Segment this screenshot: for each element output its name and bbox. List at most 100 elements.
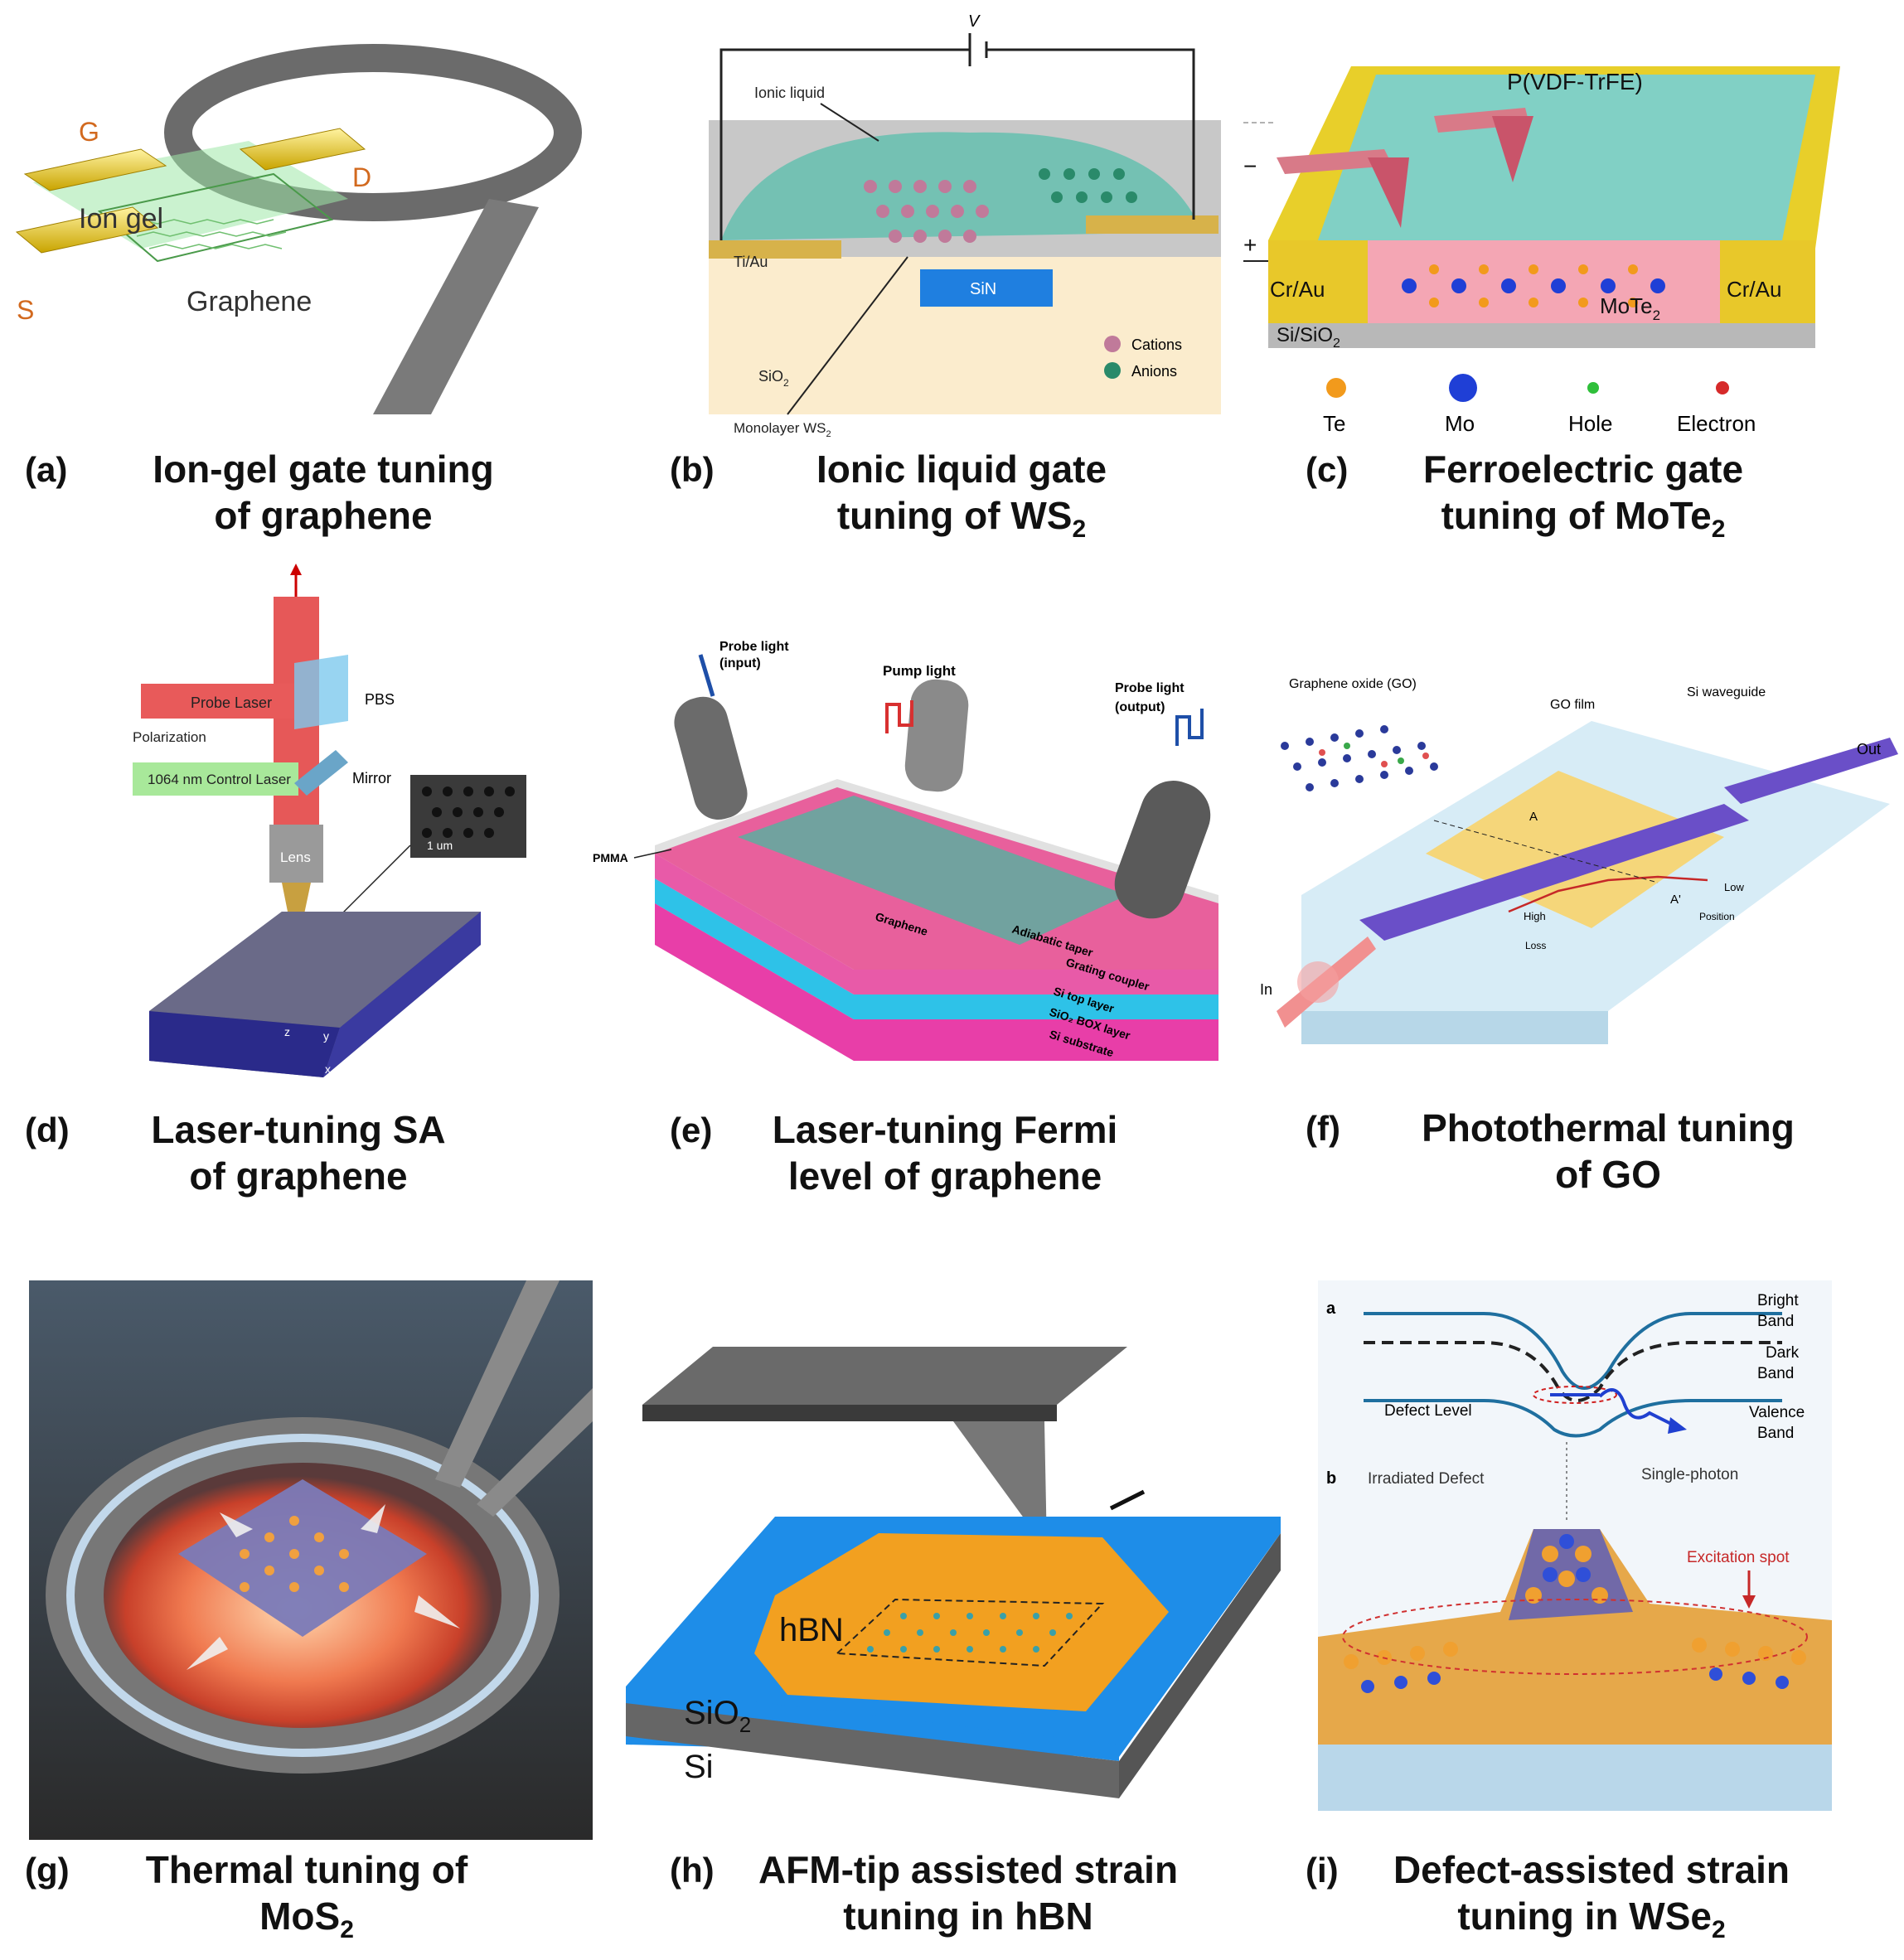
caption-letter-h: (h)	[670, 1851, 715, 1890]
caption-letter-g: (g)	[25, 1851, 70, 1890]
si-sio2-substrate	[1268, 323, 1815, 348]
panel-g	[29, 1280, 593, 1840]
probe-output-pulse	[1175, 709, 1204, 746]
caption-g-line2: MoS2	[259, 1895, 354, 1944]
substrate	[1318, 1745, 1832, 1811]
caption-title-b: Ionic liquid gate tuning of WS2	[763, 446, 1160, 553]
label-out: Out	[1857, 741, 1881, 757]
label-irradiated: Irradiated Defect	[1368, 1470, 1485, 1488]
label-scale: 1 um	[427, 839, 453, 852]
label-graphene: Graphene	[187, 286, 312, 317]
caption-title-g: Thermal tuning of MoS2	[124, 1846, 489, 1953]
sin-waveguide	[920, 269, 1053, 307]
label-pvdf: P(VDF-TrFE)	[1507, 69, 1643, 94]
wse2-mound	[1318, 1529, 1832, 1745]
si-top-layer	[655, 854, 1218, 995]
label-cations: Cations	[1131, 336, 1182, 353]
panel-e: Probe light (input) Pump light Probe lig…	[589, 630, 1252, 1094]
label-sub-a: a	[1326, 1299, 1336, 1318]
emitter-array	[867, 1613, 1073, 1653]
label-pmma: PMMA	[593, 851, 628, 864]
probe-input-fiber	[674, 696, 748, 820]
beam-arrowhead	[290, 564, 302, 575]
legend-hole: Hole	[1568, 411, 1612, 436]
si-substrate-layer	[655, 903, 1218, 1061]
afm-cantilever-side	[642, 1405, 1057, 1421]
label-excitation: Excitation spot	[1687, 1549, 1790, 1566]
caption-d-line1: Laser-tuning SA	[151, 1108, 446, 1151]
label-bright: Bright	[1757, 1292, 1799, 1309]
label-plus: +	[1243, 232, 1257, 258]
axis-x: x	[325, 1062, 331, 1076]
label-sub-b: b	[1326, 1469, 1336, 1488]
mos2-flake	[178, 1479, 427, 1637]
slab-top	[149, 912, 481, 1028]
label-low: Low	[1724, 881, 1744, 893]
panel-e-figure: Probe light (input) Pump light Probe lig…	[593, 640, 1218, 1061]
label-position: Position	[1699, 911, 1735, 922]
caption-letter-e: (e)	[670, 1111, 713, 1149]
panel-a-figure: G D S Ion gel Graphene	[15, 44, 582, 414]
legend-mo: Mo	[1445, 411, 1475, 436]
caption-a-line2: of graphene	[214, 494, 433, 537]
ti-au-left	[709, 240, 841, 259]
label-probe-out: Probe light	[1115, 681, 1185, 695]
legend-te: Te	[1323, 411, 1345, 436]
label-probe-in: Probe light	[719, 640, 789, 654]
label-pbs: PBS	[365, 691, 395, 708]
edge-mark	[1109, 1489, 1146, 1511]
label-control-laser: 1064 nm Control Laser	[148, 772, 291, 787]
label-ionic-liquid: Ionic liquid	[754, 85, 825, 101]
dark-band	[1364, 1341, 1782, 1402]
caption-i-line2: tuning in WSe2	[1457, 1895, 1726, 1944]
label-lens: Lens	[280, 849, 311, 865]
excitation-arrowhead	[1742, 1595, 1756, 1609]
label-mote2: MoTe2	[1600, 293, 1660, 323]
go-film	[1426, 771, 1724, 928]
caption-letter-a: (a)	[25, 450, 68, 489]
pointer-pmma	[633, 849, 672, 859]
label-a: A	[1529, 810, 1538, 824]
graphene-waveguide	[738, 796, 1127, 945]
panel-g-figure	[29, 1280, 593, 1840]
afm-cantilever-top	[642, 1347, 1127, 1405]
label-voltage: V	[968, 12, 981, 31]
mos2-atoms	[240, 1516, 349, 1592]
caption-title-h: AFM-tip assisted strain tuning in hBN	[736, 1846, 1200, 1939]
label-loss: Loss	[1525, 940, 1546, 951]
strain-region	[835, 1598, 1105, 1667]
drain-electrode	[239, 128, 366, 171]
label-in: In	[1260, 981, 1272, 998]
caption-h-line2: tuning in hBN	[843, 1895, 1093, 1938]
label-polarization: Polarization	[133, 729, 206, 745]
slab-side	[149, 1011, 340, 1077]
label-monolayer: Monolayer WS2	[734, 420, 831, 439]
probe-output-fiber	[1114, 781, 1211, 919]
loss-curve	[1508, 875, 1708, 913]
caption-b-line2: tuning of WS2	[836, 494, 1087, 544]
panel-i: a Bright Band Dark Band Valence Band Def…	[1318, 1280, 1832, 1811]
panel-h-figure: hBN SiO2 Si	[626, 1347, 1281, 1798]
legend-hole-dot	[1587, 382, 1599, 394]
legend-mo-dot	[1449, 374, 1477, 402]
panel-c-figure: P(VDF-TrFE) Cr/Au Cr/Au MoTe2 Si/SiO2 − …	[1243, 66, 1840, 436]
label-dark2: Band	[1757, 1365, 1794, 1382]
hbn-flake	[754, 1533, 1169, 1711]
pbs-cube	[294, 655, 348, 729]
label-d: D	[352, 162, 371, 192]
cation-marker	[1104, 336, 1121, 352]
anion-marker	[1104, 362, 1121, 379]
caption-title-d: Laser-tuning SA of graphene	[116, 1106, 481, 1199]
caption-i-line1: Defect-assisted strain	[1393, 1848, 1790, 1891]
valence-band	[1364, 1399, 1782, 1438]
label-go-film: GO film	[1550, 698, 1595, 712]
cr-au-left-block	[1268, 240, 1368, 323]
probe-cantilever-1	[1277, 149, 1393, 174]
pointer-ionic-liquid	[820, 103, 879, 142]
caption-letter-b: (b)	[670, 450, 715, 489]
bus-waveguide	[373, 199, 539, 414]
legend-te-dot	[1326, 378, 1346, 398]
panel-a: G D S Ion gel Graphene	[0, 33, 663, 423]
caption-title-f: Photothermal tuning of GO	[1401, 1105, 1815, 1198]
label-go: Graphene oxide (GO)	[1289, 677, 1417, 691]
